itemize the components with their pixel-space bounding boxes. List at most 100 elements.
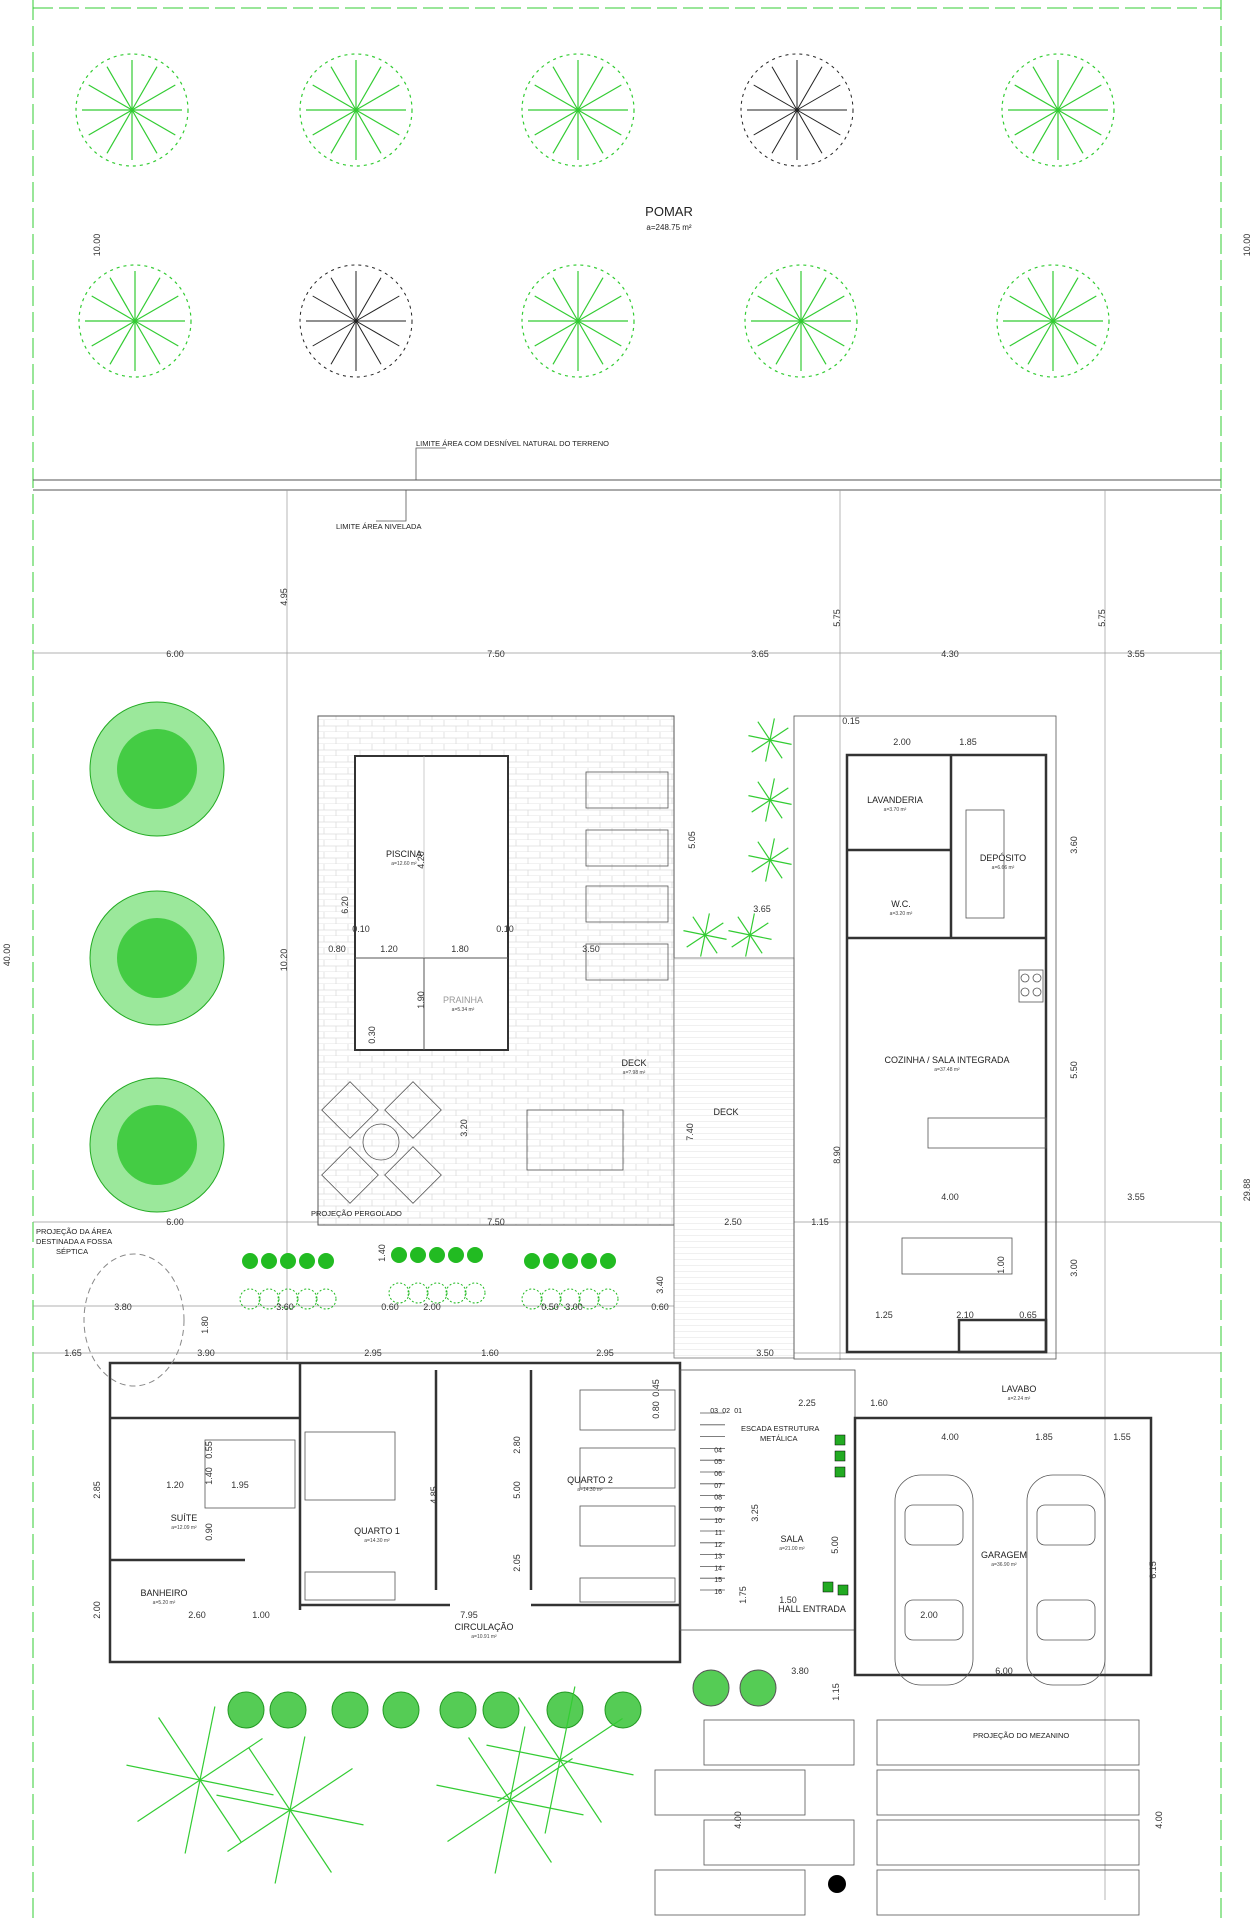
- dimension-label: 6.00: [166, 649, 184, 659]
- stair-step-number: 13: [714, 1554, 722, 1561]
- room-label-garagem: GARAGEM: [981, 1550, 1027, 1560]
- room-area-quarto1: a=14.30 m²: [364, 1538, 390, 1544]
- plant-icon: [315, 1288, 337, 1310]
- dimension-label: 2.60: [188, 1610, 206, 1620]
- dimension-label: 3.80: [791, 1666, 809, 1676]
- tree-icon: [89, 890, 225, 1026]
- dimension-label: 0.10: [496, 924, 514, 934]
- room-label-quarto2: QUARTO 2: [567, 1475, 613, 1485]
- shrub-icon: [439, 1691, 477, 1729]
- dimension-label: 3.00: [1069, 1259, 1079, 1277]
- palm-icon: [216, 1736, 364, 1884]
- dimension-label: 1.00: [252, 1610, 270, 1620]
- room-label-prainha: PRAINHA: [443, 995, 483, 1005]
- dimension-label: 2.25: [798, 1398, 816, 1408]
- plant-icon: [559, 1288, 581, 1310]
- planter-box-icon: [837, 1584, 849, 1596]
- car-icon-1: [894, 1474, 974, 1686]
- dimension-label: 5.75: [832, 609, 842, 627]
- stair-step-number: 10: [714, 1518, 722, 1525]
- dimension-label: 2.00: [893, 737, 911, 747]
- stair-step-number: 16: [714, 1589, 722, 1596]
- dimension-label: 10.00: [1242, 234, 1252, 257]
- dimension-label: 1.20: [166, 1480, 184, 1490]
- dimension-label: 4.00: [941, 1192, 959, 1202]
- plant-icon: [578, 1288, 600, 1310]
- dimension-label: 0.45: [651, 1379, 661, 1397]
- shrub-icon: [410, 1247, 426, 1263]
- kitchen-service-block: [793, 715, 1057, 1360]
- dimension-label: 0.60: [651, 1302, 669, 1312]
- dimension-label: 4.00: [941, 1432, 959, 1442]
- dimension-label: 1.60: [481, 1348, 499, 1358]
- stair-step-number: 04: [714, 1447, 722, 1454]
- dimension-label: 3.60: [276, 1302, 294, 1312]
- tree-icon: [740, 53, 854, 167]
- room-area-prainha: a=5.34 m²: [452, 1007, 475, 1013]
- dimension-label: 1.15: [831, 1683, 841, 1701]
- palm-icon: [436, 1726, 584, 1874]
- shrub-icon: [562, 1253, 578, 1269]
- planter-box-icon: [834, 1434, 846, 1446]
- room-area-piscina: a=12.60 m²: [391, 861, 417, 867]
- stair-step-number: 05: [714, 1459, 722, 1466]
- dimension-label: 1.25: [875, 1310, 893, 1320]
- plant-icon: [388, 1282, 410, 1304]
- dimension-label: 7.95: [460, 1610, 478, 1620]
- plant-icon: [258, 1288, 280, 1310]
- stair-step-number: 12: [714, 1542, 722, 1549]
- orchard-area: a=248.75 m²: [646, 223, 691, 232]
- room-area-lavabo: a=2.24 m²: [1008, 1396, 1031, 1402]
- dimension-label: 4.30: [941, 649, 959, 659]
- dimension-label: 3.65: [753, 904, 771, 914]
- dimension-label: 1.50: [779, 1595, 797, 1605]
- dimension-label: 3.60: [1069, 836, 1079, 854]
- dimension-label: 2.00: [423, 1302, 441, 1312]
- stair-step-number: 06: [714, 1471, 722, 1478]
- dimension-label: 4.00: [733, 1811, 743, 1829]
- room-label-suite: SUÍTE: [171, 1513, 198, 1523]
- dimension-label: 1.60: [870, 1398, 888, 1408]
- dimension-label: 1.55: [1113, 1432, 1131, 1442]
- dimension-label: 3.50: [582, 944, 600, 954]
- room-area-cozinha: a=37.48 m²: [934, 1067, 960, 1073]
- dimension-label: 1.75: [738, 1586, 748, 1604]
- dimension-label: 1.00: [996, 1256, 1006, 1274]
- dimension-label: 2.80: [512, 1436, 522, 1454]
- room-label-wc: W.C.: [891, 899, 911, 909]
- bedroom-wing: [108, 1361, 1153, 1677]
- planter-icon: [739, 1669, 777, 1707]
- parking-slots: [654, 1719, 1140, 1916]
- mezzanine-label: PROJEÇÃO DO MEZANINO: [973, 1731, 1069, 1740]
- dimension-label: 1.65: [64, 1348, 82, 1358]
- stair-step-number: 14: [714, 1565, 722, 1572]
- dimension-label: 1.85: [959, 737, 977, 747]
- dimension-label: 4.20: [416, 851, 426, 869]
- dimension-label: 0.90: [204, 1523, 214, 1541]
- planter-box-icon: [834, 1450, 846, 1462]
- tree-icon: [996, 264, 1110, 378]
- shrub-icon: [299, 1253, 315, 1269]
- room-area-wc: a=3.20 m²: [890, 911, 913, 917]
- shrub-icon: [604, 1691, 642, 1729]
- dimension-label: 3.40: [655, 1276, 665, 1294]
- dimension-label: 3.20: [459, 1119, 469, 1137]
- shrub-icon: [318, 1253, 334, 1269]
- orchard-title: POMAR: [645, 204, 693, 219]
- dimension-label: 4.00: [1154, 1811, 1164, 1829]
- dimension-label: 1.15: [811, 1217, 829, 1227]
- dimension-label: 1.80: [451, 944, 469, 954]
- shrub-icon: [242, 1253, 258, 1269]
- tree-icon: [521, 264, 635, 378]
- tree-icon: [521, 53, 635, 167]
- room-area-deposito: a=6.66 m²: [992, 865, 1015, 871]
- room-area-sala: a=21.00 m²: [779, 1546, 805, 1552]
- dimension-label: 5.00: [512, 1481, 522, 1499]
- dimension-label: 6.15: [1148, 1561, 1158, 1579]
- room-label-cozinha: COZINHA / SALA INTEGRADA: [884, 1055, 1009, 1065]
- stair-step-number: 02: [722, 1408, 730, 1415]
- tree-icon: [78, 264, 192, 378]
- palm-icon: [748, 778, 792, 822]
- plant-icon: [426, 1282, 448, 1304]
